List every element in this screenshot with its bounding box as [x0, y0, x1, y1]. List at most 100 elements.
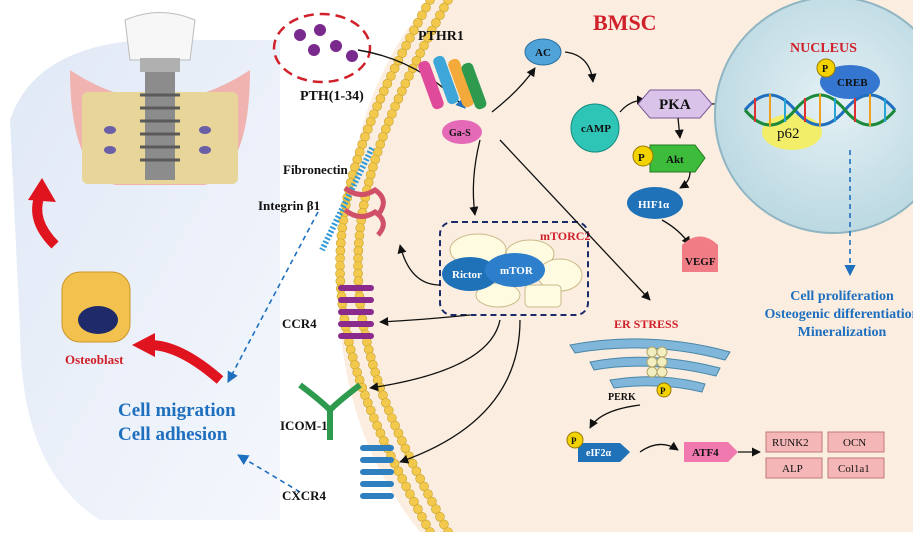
membrane-bead — [411, 55, 422, 66]
gene-box — [765, 457, 823, 479]
membrane-bead — [439, 2, 449, 13]
camp-label: cAMP — [581, 123, 611, 135]
membrane-bead — [421, 2, 431, 13]
adhesion-line: Cell adhesion — [118, 424, 228, 445]
icom1-receptor-icon — [298, 382, 362, 440]
hif1a-node — [627, 187, 683, 219]
membrane-bead — [427, 25, 437, 36]
svg-text:P: P — [822, 64, 828, 75]
svg-text:P: P — [638, 152, 645, 164]
membrane-bead — [439, 519, 449, 530]
osteoblast-label: Osteoblast — [65, 352, 124, 367]
mtorc2-complex — [439, 221, 589, 316]
nucleus-label: NUCLEUS — [790, 41, 857, 56]
migration-line: Cell migration — [118, 400, 236, 421]
eif2a-label: eIF2α — [586, 448, 611, 459]
membrane-bead — [419, 40, 429, 51]
membrane-bead — [415, 48, 425, 59]
membrane-bead — [413, 17, 423, 28]
membrane-bead — [405, 489, 415, 499]
eif2a-node — [578, 443, 630, 462]
gene-label: ALP — [782, 463, 803, 475]
ccr4-label: CCR4 — [282, 316, 317, 331]
hif1a-label: HIF1α — [638, 199, 670, 211]
membrane-bead — [435, 10, 445, 20]
osteoblast-cell-icon — [61, 271, 131, 343]
atf4-node — [684, 442, 738, 462]
membrane-bead — [409, 496, 419, 507]
cxcr4-receptor-icon — [360, 445, 394, 499]
membrane-bead — [423, 489, 433, 499]
membrane-bead — [401, 481, 411, 492]
creb-protein — [820, 65, 880, 99]
dental-implant-icon — [70, 12, 250, 185]
membrane-bead — [417, 10, 427, 20]
mineralization-line: Mineralization — [798, 325, 887, 340]
mtorc2-label: mTORC2 — [540, 229, 590, 243]
integrin-label: Integrin β1 — [258, 198, 320, 213]
rictor-protein — [442, 257, 498, 291]
membrane-bead — [407, 458, 418, 469]
icom1-label: ICOM-1 — [280, 418, 328, 433]
pth-ligand-circle — [272, 12, 372, 84]
creb-label: CREB — [837, 77, 868, 89]
vegf-label: VEGF — [685, 256, 716, 268]
nucleus — [714, 0, 913, 234]
membrane-bead — [421, 519, 431, 530]
membrane-bead — [411, 466, 422, 477]
cxcr4-label: CXCR4 — [282, 488, 327, 503]
p62-label: p62 — [777, 126, 800, 142]
nucleus-outcomes: Cell proliferation Osteogenic differenti… — [765, 289, 913, 340]
membrane-bead — [405, 33, 415, 43]
migration-outcomes: Cell migration Cell adhesion — [118, 400, 236, 445]
er-stress-label: ER STRESS — [614, 317, 679, 331]
membrane-bead — [401, 40, 411, 51]
gene-label: OCN — [843, 437, 866, 449]
perk-label: PERK — [608, 392, 636, 403]
cell-membrane — [335, 0, 453, 537]
gene-box — [827, 457, 885, 479]
membrane-bead — [419, 481, 429, 492]
vegf-node — [682, 236, 718, 272]
differentiation-line: Osteogenic differentiation — [765, 307, 913, 322]
svg-text:P: P — [660, 386, 666, 396]
ccr4-receptor-icon — [338, 285, 374, 339]
perk-protein-icon — [646, 346, 668, 378]
mtor-protein — [485, 253, 545, 287]
red-arrow-left — [149, 340, 224, 384]
dna-helix-icon — [743, 93, 897, 127]
gas-protein — [442, 120, 482, 144]
membrane-bead — [409, 25, 419, 36]
gene-label: RUNK2 — [772, 437, 809, 449]
fibronectin-label: Fibronectin — [283, 162, 349, 177]
gas-label: Ga-S — [449, 128, 471, 139]
proliferation-line: Cell proliferation — [790, 289, 894, 304]
membrane-bead — [427, 496, 437, 507]
membrane-bead — [423, 33, 433, 43]
svg-text:P: P — [571, 436, 577, 446]
gene-box — [827, 431, 885, 453]
pka-label: PKA — [659, 97, 691, 113]
pthr1-label: PTHR1 — [418, 29, 464, 44]
membrane-bead — [435, 511, 445, 522]
mtor-label: mTOR — [500, 265, 534, 277]
akt-label: Akt — [666, 154, 684, 166]
gene-box — [765, 431, 823, 453]
camp-node — [570, 103, 620, 153]
rictor-label: Rictor — [452, 269, 482, 281]
membrane-bead — [397, 48, 407, 59]
pth-label: PTH(1-34) — [300, 89, 364, 104]
gene-label: Col1a1 — [838, 463, 870, 475]
membrane-bead — [413, 504, 423, 515]
integrin-receptor-icon — [343, 185, 386, 237]
atf4-label: ATF4 — [692, 447, 719, 459]
akt-node — [649, 144, 706, 173]
membrane-bead — [415, 473, 425, 484]
membrane-bead — [417, 511, 427, 522]
pka-node — [637, 89, 713, 119]
pthr1-receptor-icon — [418, 55, 487, 110]
membrane-bead — [389, 63, 400, 74]
membrane-bead — [397, 473, 407, 484]
ac-node — [524, 38, 562, 66]
